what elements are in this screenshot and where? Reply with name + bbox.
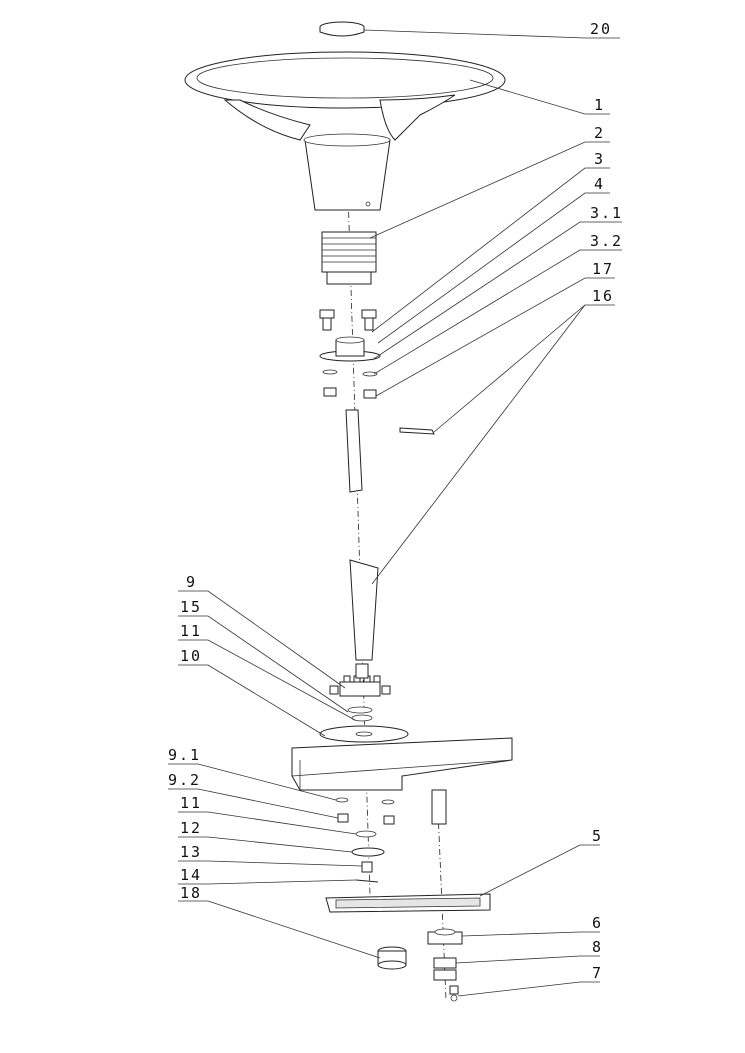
callout-9-2: 9.2 (168, 771, 201, 789)
callout-11-lower: 11 (180, 794, 202, 812)
callout-18: 18 (180, 884, 202, 902)
part-13-nut (361, 861, 373, 873)
callout-13: 13 (180, 843, 202, 861)
callout-17: 17 (592, 260, 614, 278)
part-18-bushing (377, 946, 407, 970)
part-11-washer-lower (355, 830, 377, 838)
callout-labels: 20 1 2 3 4 3.1 3.2 17 16 9 15 11 10 9.1 … (168, 20, 623, 982)
part-12-disc (351, 847, 385, 857)
callout-8: 8 (592, 938, 603, 956)
part-4-bolts (319, 309, 377, 331)
callout-12: 12 (180, 819, 202, 837)
part-1-steering-wheel (184, 51, 506, 211)
callout-14: 14 (180, 866, 202, 884)
part-20-cap (319, 21, 365, 37)
part-5-sector-gear (325, 893, 491, 913)
callout-20: 20 (590, 20, 612, 38)
part-10-bearing-flange (319, 725, 409, 743)
callout-15: 15 (180, 598, 202, 616)
callout-5: 5 (592, 827, 603, 845)
callout-6: 6 (592, 914, 603, 932)
callout-4: 4 (594, 175, 605, 193)
part-7-grease-nipple (449, 985, 459, 1002)
part-9-1-washers (335, 797, 395, 805)
part-2-threaded-nut (321, 231, 377, 285)
part-16-shaft (349, 559, 379, 661)
part-15-washer (347, 706, 373, 714)
callout-1: 1 (594, 96, 605, 114)
part-3-flange-hub (319, 336, 381, 362)
part-9-pinion-gear (329, 663, 391, 697)
callout-7: 7 (592, 964, 603, 982)
steering-shaft-upper (345, 409, 363, 493)
callout-2: 2 (594, 124, 605, 142)
leader-lines (168, 29, 622, 997)
callout-11-upper: 11 (180, 622, 202, 640)
callout-3-2: 3.2 (590, 232, 623, 250)
part-6-collar (427, 928, 463, 945)
part-3-2-nuts (323, 387, 377, 399)
part-11-washer-upper (351, 714, 373, 722)
part-17-key (399, 427, 435, 435)
callout-9: 9 (186, 573, 197, 591)
callout-3: 3 (594, 150, 605, 168)
part-14-pin (355, 879, 379, 883)
mounting-bracket (291, 737, 513, 825)
part-3-1-washers (322, 369, 378, 377)
callout-3-1: 3.1 (590, 204, 623, 222)
callout-16: 16 (592, 287, 614, 305)
callout-10: 10 (180, 647, 202, 665)
part-9-2-nuts (337, 813, 395, 825)
callout-9-1: 9.1 (168, 746, 201, 764)
